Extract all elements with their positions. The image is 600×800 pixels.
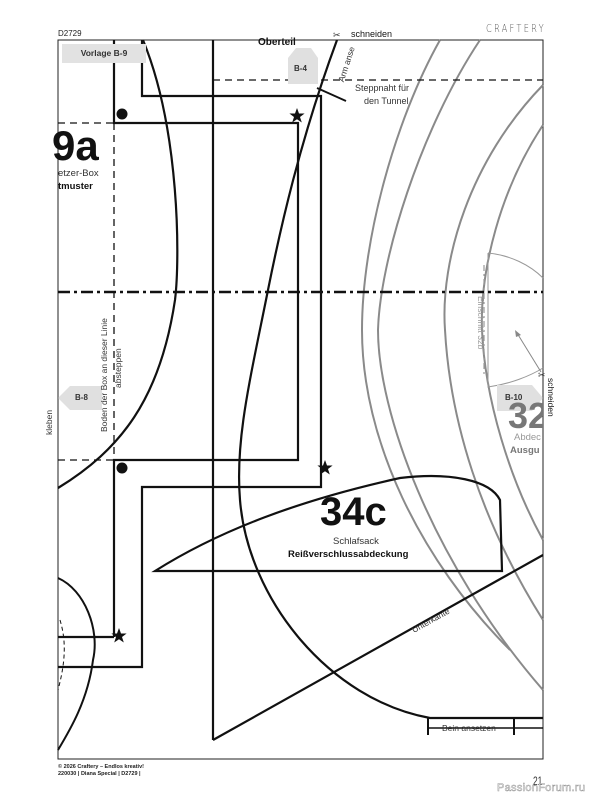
footer-issue: 220030 | Diana Special | D2729 | (58, 771, 141, 777)
piece-32b-outline (483, 252, 544, 388)
badge-b8-shape (58, 386, 102, 410)
footer-copyright: © 2026 Craftery – Endlos kreativ! (58, 764, 144, 770)
boden-label-line2: abstеppen (113, 348, 123, 388)
dot-marker-bottom (116, 462, 128, 474)
badge-b10: B-10 (505, 393, 523, 402)
bein-ansetzen-label: Bein ansetzen (442, 723, 496, 733)
document-id: D2729 (58, 29, 82, 38)
piece-34c-number: 34c (320, 490, 387, 534)
kleben-label: kleben (44, 409, 54, 435)
brand-logo: CRAFTERY (486, 22, 546, 35)
steppnaht-line1: Steppnaht für (355, 83, 410, 93)
piece-32-number: 32 (508, 398, 543, 434)
piece-9a-number: 9a (52, 122, 99, 169)
steppnaht-line2: den Tunnel (364, 96, 409, 106)
piece-34c-subtitle: Schlafsack (333, 536, 379, 547)
oberteil-label: Oberteil (258, 37, 296, 48)
dot-marker-top (116, 108, 128, 120)
scissors-icon: ✂ (538, 370, 546, 380)
piece-32-subtitle: Abdec (514, 432, 541, 443)
grey-arcs (360, 39, 544, 691)
schneiden-right: schneiden (546, 378, 556, 417)
vorlage-label: Vorlage B-9 (62, 44, 146, 63)
einschnitt-label: Einschnitt 32b (476, 296, 486, 350)
badge-b10-shape (497, 385, 543, 411)
sheet-border (57, 39, 544, 760)
dashed-lines (58, 79, 543, 461)
left-arc (57, 577, 96, 751)
piece-9a-subtitle: etzer-Box (58, 168, 99, 179)
schneiden-top: schneiden (351, 29, 393, 39)
watermark: PassionForum.ru (497, 782, 586, 795)
piece-34c-name: Reißverschlussabdeckung (288, 549, 409, 560)
page-number: 21 (533, 774, 543, 788)
scissors-icon: ✂ (333, 30, 341, 40)
piece-9a-name: tmuster (58, 181, 93, 192)
black-pattern-lines (57, 39, 544, 741)
badge-b4-shape (288, 48, 318, 84)
badge-b8: B-8 (75, 393, 88, 402)
boden-label-line1: Boden der Box an dieser Linie (99, 318, 109, 432)
star-markers (111, 108, 333, 643)
piece-32-name: Ausgu (510, 445, 540, 456)
badge-b4: B-4 (294, 64, 307, 73)
